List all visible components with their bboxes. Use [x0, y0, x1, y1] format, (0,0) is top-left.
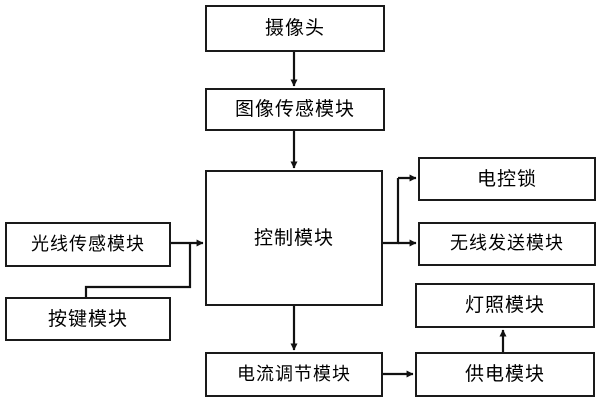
node-lighting-module[interactable]: 灯照模块 — [415, 283, 595, 328]
node-camera-label: 摄像头 — [264, 17, 325, 40]
node-control-module[interactable]: 控制模块 — [205, 170, 383, 306]
edge-button-to-control — [84, 243, 192, 297]
node-electronic-lock[interactable]: 电控锁 — [418, 157, 596, 201]
edge-control-right-trunk — [383, 178, 400, 245]
node-power-supply-module-label: 供电模块 — [464, 363, 545, 386]
node-light-sensing-module[interactable]: 光线传感模块 — [5, 222, 171, 267]
node-electronic-lock-label: 电控锁 — [476, 167, 537, 190]
node-image-sensing-module-label: 图像传感模块 — [234, 98, 355, 121]
node-power-supply-module[interactable]: 供电模块 — [415, 352, 595, 397]
node-control-module-label: 控制模块 — [253, 226, 334, 249]
node-image-sensing-module[interactable]: 图像传感模块 — [205, 88, 385, 131]
node-button-module-label: 按键模块 — [47, 307, 128, 330]
node-light-sensing-module-label: 光线传感模块 — [31, 233, 145, 255]
node-wireless-transmit-module-label: 无线发送模块 — [450, 233, 564, 255]
node-current-regulation-module-label: 电流调节模块 — [237, 363, 351, 385]
node-button-module[interactable]: 按键模块 — [5, 297, 171, 341]
node-wireless-transmit-module[interactable]: 无线发送模块 — [418, 222, 596, 266]
node-lighting-module-label: 灯照模块 — [464, 294, 545, 317]
node-camera[interactable]: 摄像头 — [205, 5, 385, 52]
node-current-regulation-module[interactable]: 电流调节模块 — [205, 352, 383, 397]
